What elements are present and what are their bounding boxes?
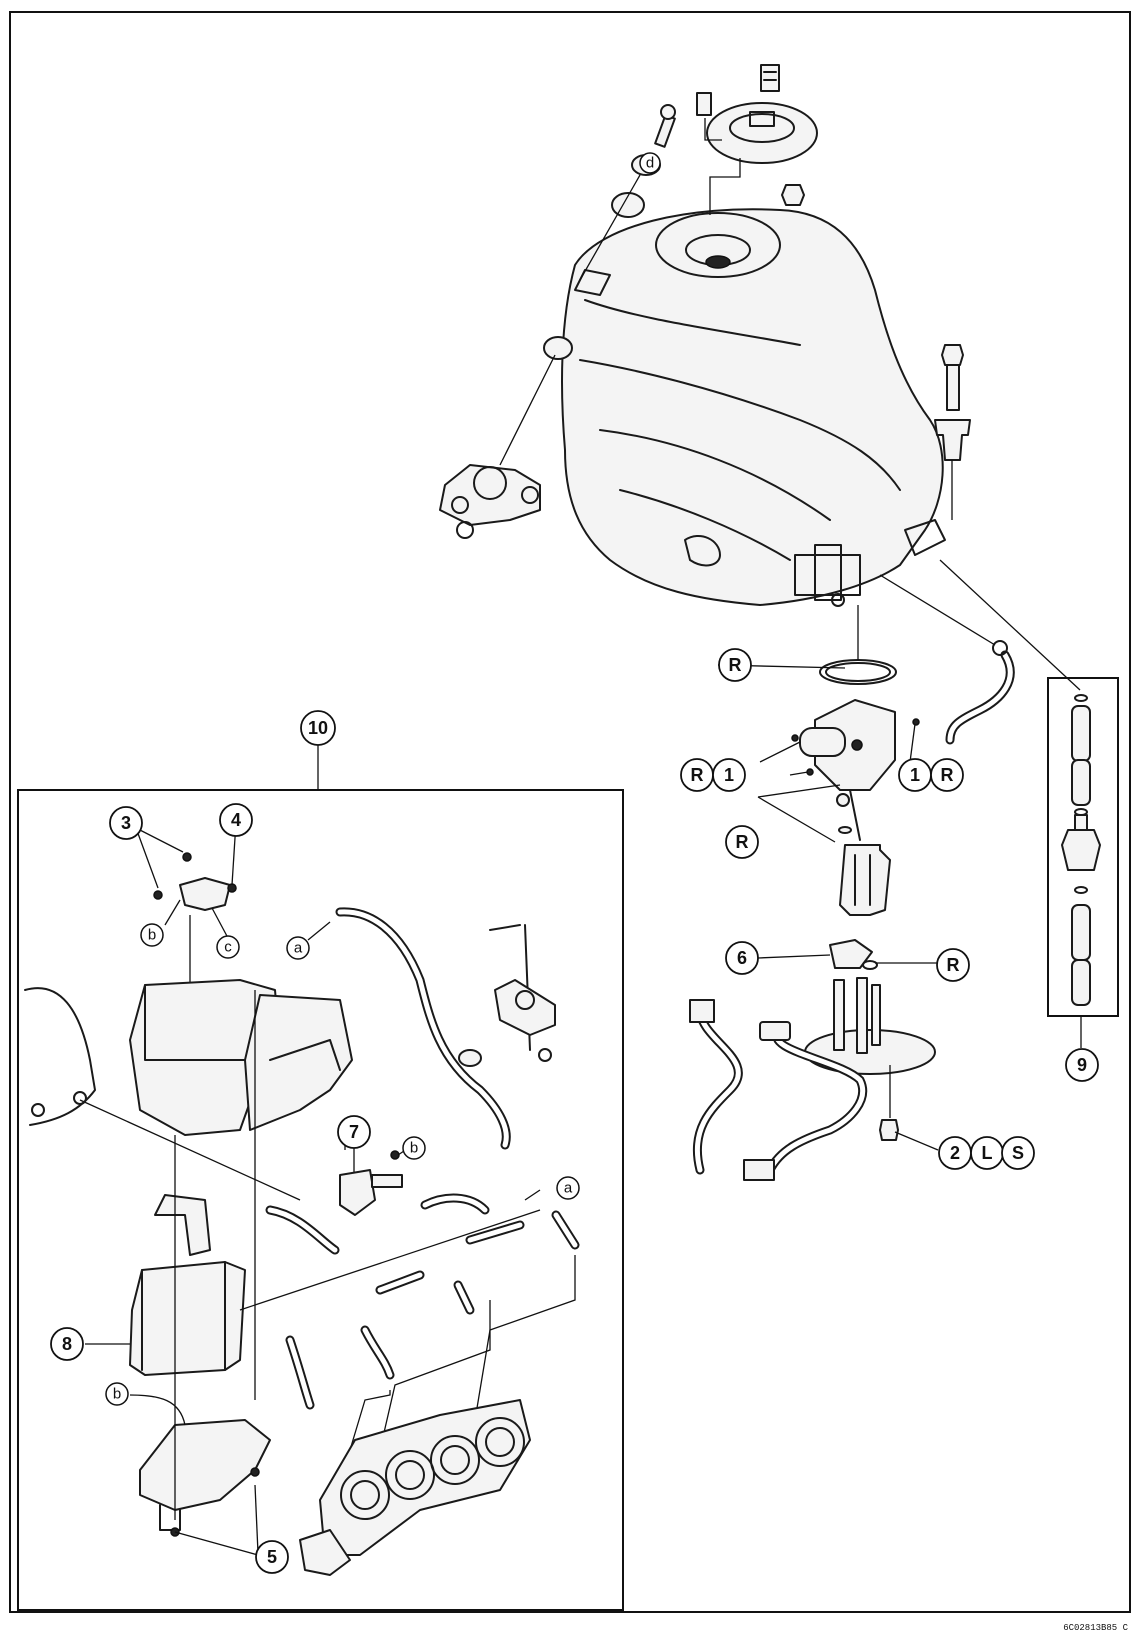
callout-7: 7 xyxy=(337,1115,371,1149)
svg-text:5: 5 xyxy=(267,1547,277,1567)
callout-d-washer: d xyxy=(639,152,661,174)
svg-text:R: R xyxy=(691,765,704,785)
fuel-tank xyxy=(561,208,946,607)
svg-text:3: 3 xyxy=(121,813,131,833)
callout-b-bracket: b xyxy=(140,923,164,947)
svg-text:a: a xyxy=(294,940,303,957)
o-ring xyxy=(819,605,897,685)
canister-bracket-top xyxy=(153,852,237,990)
callout-9: 9 xyxy=(1065,1048,1099,1082)
svg-text:1: 1 xyxy=(724,765,734,785)
callout-a-top: a xyxy=(286,936,310,960)
canister-cover xyxy=(129,979,353,1400)
svg-text:S: S xyxy=(1012,1143,1024,1163)
fuel-pump-assembly xyxy=(689,699,936,1181)
callout-3: 3 xyxy=(109,806,143,840)
page-border xyxy=(9,11,1131,1613)
throttle-body xyxy=(299,1399,531,1576)
frame-bracket xyxy=(458,924,556,1067)
callout-r-pump-right: R xyxy=(930,758,964,792)
fuel-pump-bracket-left xyxy=(439,354,556,539)
svg-text:b: b xyxy=(410,1140,418,1157)
svg-text:b: b xyxy=(148,927,156,944)
callout-1-right: 1 xyxy=(898,758,932,792)
callout-r-filter: R xyxy=(725,825,759,859)
svg-text:b: b xyxy=(113,1386,121,1403)
solenoid-valve xyxy=(339,1148,403,1216)
callout-s: S xyxy=(1001,1136,1035,1170)
callout-r-oring: R xyxy=(718,648,752,682)
callout-b-valve: b xyxy=(402,1136,426,1160)
svg-text:10: 10 xyxy=(308,718,328,738)
svg-text:L: L xyxy=(982,1143,993,1163)
svg-text:4: 4 xyxy=(231,810,241,830)
callout-1-left: 1 xyxy=(712,758,746,792)
frame-edge-left xyxy=(24,987,96,1126)
callout-c-bracket: c xyxy=(216,935,240,959)
svg-text:c: c xyxy=(224,939,232,956)
canister-tray xyxy=(139,1135,271,1537)
callout-b-tray: b xyxy=(105,1382,129,1406)
evap-hoses xyxy=(79,907,580,1451)
callout-r-base: R xyxy=(936,948,970,982)
fuel-hose-right xyxy=(879,574,1015,745)
svg-text:9: 9 xyxy=(1077,1055,1087,1075)
tank-rear-bolt xyxy=(934,344,971,520)
svg-text:R: R xyxy=(941,765,954,785)
svg-text:2: 2 xyxy=(950,1143,960,1163)
svg-text:d: d xyxy=(646,155,654,172)
callout-6: 6 xyxy=(725,941,759,975)
callout-10: 10 xyxy=(300,710,336,746)
svg-text:R: R xyxy=(947,955,960,975)
fuel-cap-assembly xyxy=(696,64,818,215)
svg-text:7: 7 xyxy=(349,1122,359,1142)
svg-text:a: a xyxy=(564,1180,573,1197)
callout-4: 4 xyxy=(219,803,253,837)
svg-text:8: 8 xyxy=(62,1334,72,1354)
callout-l: L xyxy=(970,1136,1004,1170)
evap-system-frame xyxy=(17,789,624,1611)
canister-body xyxy=(129,1194,246,1376)
callout-5: 5 xyxy=(255,1540,289,1574)
callout-a-right: a xyxy=(556,1176,580,1200)
svg-text:6: 6 xyxy=(737,948,747,968)
svg-text:R: R xyxy=(729,655,742,675)
svg-text:1: 1 xyxy=(910,765,920,785)
callout-2: 2 xyxy=(938,1136,972,1170)
tank-front-bolts xyxy=(543,104,676,360)
svg-text:R: R xyxy=(736,832,749,852)
drawing-code: 6C02813B85 C xyxy=(1063,1623,1128,1633)
breather-hose-group xyxy=(939,559,1119,1048)
callout-8: 8 xyxy=(50,1327,84,1361)
callout-r-pump-left: R xyxy=(680,758,714,792)
